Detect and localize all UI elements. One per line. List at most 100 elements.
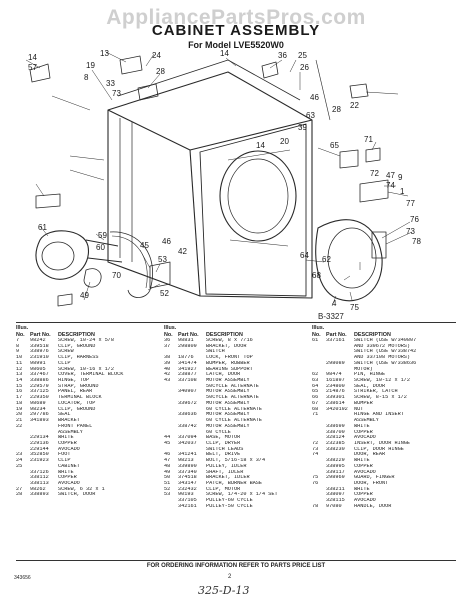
part-no: 98234 [30, 406, 46, 412]
table-row: MOTOR) [312, 367, 444, 373]
callout: 33 [106, 79, 115, 88]
callout: 42 [178, 247, 187, 256]
illus-no: 65 [312, 389, 319, 395]
description: NUT [354, 406, 364, 412]
table-row: AND 339672 MOTORS) [312, 344, 444, 350]
description: SWITCH (USE W/338742 [354, 349, 417, 355]
part-no: 340907 [178, 389, 197, 395]
illus-no: 76 [312, 480, 319, 486]
illus-no: 23 [16, 452, 23, 458]
description: WHITE [58, 469, 74, 475]
part-no: 231923 [30, 458, 49, 464]
callout: 24 [152, 51, 161, 60]
illus-no: 7 [16, 338, 20, 343]
description: WHITE [354, 423, 370, 429]
illus-no: 11 [16, 360, 23, 366]
description: SWITCH, DOOR [58, 492, 96, 498]
part-no: 338976 [30, 349, 49, 355]
callout: 26 [300, 63, 309, 72]
description: PULLEY, IDLER [206, 463, 247, 469]
description: INSERT, DOOR HINGE [354, 440, 411, 446]
callout: 28 [156, 67, 165, 76]
part-no: 337105 [178, 498, 197, 504]
illus-no: 46 [164, 452, 171, 458]
description: LATCH, DOOR [206, 372, 241, 378]
description: BEARING SUPPORT [206, 366, 253, 372]
description: AVOCADO [58, 480, 80, 486]
description: DOOR, FRONT [354, 480, 389, 486]
illus-no: 72 [312, 440, 319, 446]
callout: 57 [28, 63, 37, 72]
callout: 78 [412, 237, 421, 246]
cabinet-outline [107, 71, 313, 299]
description: AND 337108 MOTORS) [354, 355, 411, 361]
motor [35, 230, 89, 280]
illus-no: 48 [164, 463, 171, 469]
part-no: 98262 [30, 486, 46, 492]
callout: 46 [310, 93, 319, 102]
description: HANDLE, DOOR [354, 503, 392, 509]
callout: 39 [298, 123, 307, 132]
callout: 47 [386, 171, 395, 180]
description: WHITE [354, 486, 370, 492]
part-no: 97080 [326, 503, 342, 509]
callout: 49 [80, 291, 89, 300]
description: SWITCH [206, 349, 225, 355]
callout-labels: 14 57 13 33 24 28 14 36 25 26 19 8 73 46… [28, 49, 421, 312]
description: 50CYCLE ALTERNATE [206, 395, 259, 401]
description: CLIP, HARNESS [58, 355, 99, 361]
illus-no: 13 [16, 372, 23, 378]
page-number: 2 [228, 574, 232, 580]
part-no: 98213 [178, 458, 194, 464]
description: MOTOR ASSEMBLY [206, 378, 250, 384]
description: BRACKET [58, 418, 80, 424]
description: COPPER [58, 440, 77, 446]
illus-no: 21 [16, 418, 23, 424]
description: CLIP, DOOR HINGE [354, 446, 404, 452]
illus-no: 25 [16, 463, 23, 469]
callout: 1 [400, 187, 405, 196]
description: HINGE AND INSERT [354, 412, 404, 418]
page-title: CABINET ASSEMBLY [151, 22, 321, 39]
part-no: 328115 [326, 498, 345, 504]
front-panel [199, 123, 307, 297]
illus-no: 18 [16, 400, 23, 406]
callout: 59 [98, 231, 107, 240]
part-no: 338097 [326, 492, 345, 498]
description: AVOCADO [354, 435, 376, 441]
description: STRAP, GROUND [58, 383, 99, 389]
callout: 72 [370, 169, 379, 178]
part-no: 343147 [178, 480, 197, 486]
part-no: 298089 [326, 360, 345, 366]
illus-no: 36 [164, 338, 171, 343]
part-no: 229136 [30, 440, 49, 446]
diagram-reference: B-3327 [318, 312, 344, 321]
illus-no: 61 [312, 338, 319, 343]
